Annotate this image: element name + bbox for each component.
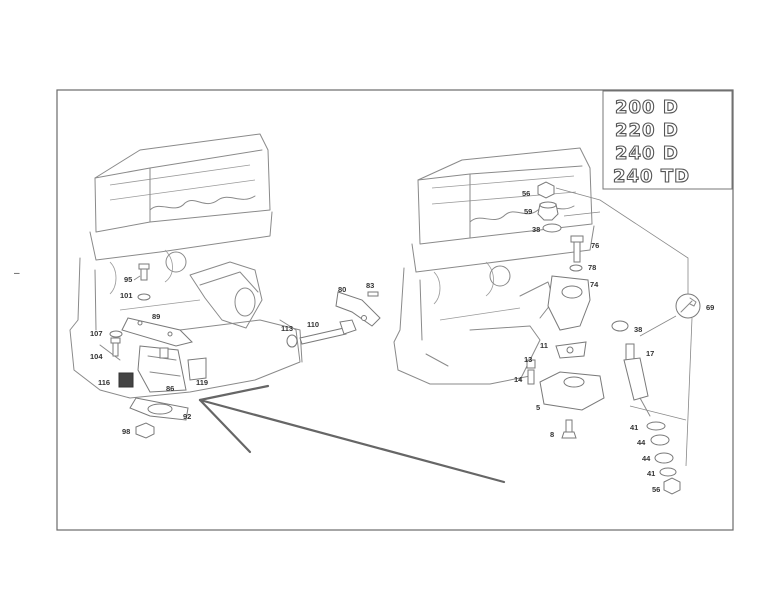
model-240d: 240 D xyxy=(615,143,679,164)
pointer-arrow xyxy=(198,384,506,484)
right-engine-drawing xyxy=(393,147,595,385)
callout-116: 116 xyxy=(98,378,110,387)
callout-5: 5 xyxy=(536,403,540,412)
callout-107: 107 xyxy=(90,329,103,338)
callout-78: 78 xyxy=(588,263,596,272)
callout-95: 95 xyxy=(124,275,132,284)
callout-44-top: 44 xyxy=(637,438,646,447)
right-mount-parts xyxy=(526,181,701,495)
callout-56-bottom: 56 xyxy=(652,485,660,494)
callout-56-top: 56 xyxy=(522,189,530,198)
callout-104: 104 xyxy=(90,352,103,361)
callout-44-lower: 44 xyxy=(642,454,651,463)
callout-14: 14 xyxy=(514,375,523,384)
callout-92: 92 xyxy=(183,412,191,421)
stray-mark: – xyxy=(14,268,20,279)
callout-113: 113 xyxy=(281,324,293,333)
callout-38-lower: 38 xyxy=(634,325,642,334)
callout-69: 69 xyxy=(706,303,714,312)
callout-74: 74 xyxy=(590,280,599,289)
callout-17: 17 xyxy=(646,349,654,358)
callout-98: 98 xyxy=(122,427,130,436)
model-240td: 240 TD xyxy=(613,166,690,187)
callout-83: 83 xyxy=(366,281,374,290)
callout-89: 89 xyxy=(152,312,160,321)
left-callouts: 95 101 89 107 104 116 86 119 92 98 113 1… xyxy=(90,275,374,436)
callout-101: 101 xyxy=(120,291,133,300)
callout-41-lower: 41 xyxy=(647,469,655,478)
callout-80: 80 xyxy=(338,285,346,294)
right-callouts: 56 59 38 76 78 74 69 38 11 17 14 13 5 8 … xyxy=(514,189,714,494)
diagram-frame xyxy=(56,89,734,531)
callout-8: 8 xyxy=(550,430,554,439)
left-mount-parts xyxy=(109,263,381,439)
callout-59: 59 xyxy=(524,207,532,216)
callout-86: 86 xyxy=(166,384,174,393)
callout-38-top: 38 xyxy=(532,225,540,234)
callout-110: 110 xyxy=(307,320,319,329)
callout-11: 11 xyxy=(540,341,548,350)
callout-76: 76 xyxy=(591,241,599,250)
left-engine-drawing xyxy=(69,133,303,399)
callout-119: 119 xyxy=(196,378,208,387)
model-220d: 220 D xyxy=(615,120,679,141)
model-badges: 200 D 220 D 240 D 240 TD xyxy=(602,90,733,190)
callout-13: 13 xyxy=(524,355,532,364)
model-200d: 200 D xyxy=(615,97,679,118)
callout-41-top: 41 xyxy=(630,423,638,432)
